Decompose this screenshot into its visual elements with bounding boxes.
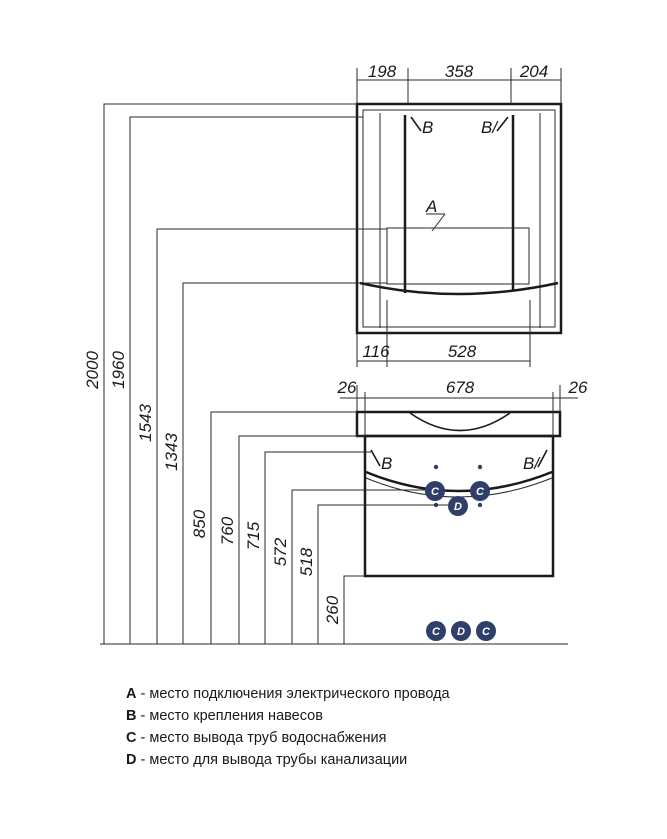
vanity-hook-right-label: B/ (523, 454, 541, 473)
height-line-715 (264, 451, 371, 644)
height-line-572 (291, 489, 425, 644)
mirror-curved-bottom (359, 281, 559, 296)
height-dimension-labels: 2000 1960 1543 1343 850 760 715 572 518 … (83, 351, 342, 626)
marker-a-leader (431, 213, 446, 232)
hook-left-leader (410, 116, 422, 132)
height-518: 518 (297, 547, 316, 576)
washbasin-top (355, 410, 562, 438)
height-line-2000 (103, 103, 357, 644)
height-line-518 (317, 504, 448, 644)
washbasin-bowl (409, 412, 511, 432)
mirror-offset-dim: 116 (362, 342, 390, 361)
legend-letter: C (126, 730, 137, 746)
water-outlet-marker: C (425, 481, 445, 501)
svg-text:C: C (432, 626, 441, 638)
hook-right-leader (496, 116, 509, 132)
legend-text: - место для вывода трубы канализации (136, 752, 408, 768)
svg-text:C: C (431, 486, 440, 498)
legend-item-d: D - место для вывода трубы канализации (126, 749, 450, 771)
mirror-cabinet: A B B/ 198 358 204 116 528 (355, 62, 563, 367)
hook-hole-dot (477, 464, 483, 470)
marker-a-label: A (425, 197, 437, 216)
height-line-1960 (129, 116, 363, 644)
svg-text:C: C (482, 626, 491, 638)
drain-outlet-marker: D (448, 496, 468, 516)
vanity-overhang-left: 26 (337, 378, 357, 397)
height-2000: 2000 (83, 351, 102, 390)
height-260: 260 (323, 595, 342, 625)
height-1543: 1543 (136, 404, 155, 442)
legend-item-b: B - место крепления навесов (126, 705, 450, 727)
vanity-hook-left-label: B (381, 454, 392, 473)
height-760: 760 (218, 516, 237, 545)
height-dimension-lines (103, 103, 448, 644)
vanity-overhang-right: 26 (568, 378, 588, 397)
height-line-850 (210, 411, 357, 644)
mirror-width-right: 204 (519, 62, 548, 81)
height-715: 715 (244, 521, 263, 550)
mirror-cabinet-outline (355, 102, 563, 335)
height-line-1343 (182, 282, 387, 644)
vanity: B B/ C C D 26 678 26 (337, 378, 588, 578)
vanity-width: 678 (446, 378, 475, 397)
hook-hole-dot (477, 502, 483, 508)
svg-text:D: D (457, 626, 465, 638)
floor-drain-marker: D (451, 621, 471, 641)
svg-text:C: C (476, 486, 485, 498)
vanity-hook-left-leader (370, 449, 381, 467)
electrical-zone-hatch (386, 227, 530, 285)
legend-item-c: C - место вывода труб водоснабжения (126, 727, 450, 749)
mirror-cabinet-inner (362, 109, 556, 328)
floor-water-marker: C (426, 621, 446, 641)
height-1960: 1960 (109, 351, 128, 389)
hook-left-label: B (422, 118, 433, 137)
height-line-1543 (156, 228, 387, 644)
vanity-hook-right-leader (537, 449, 548, 468)
height-line-260 (343, 575, 365, 644)
legend-item-a: A - место подключения электрического про… (126, 683, 450, 705)
mirror-zone-width-dim: 528 (448, 342, 477, 361)
floor-water-marker: C (476, 621, 496, 641)
vanity-body (363, 434, 555, 578)
height-line-760 (238, 435, 365, 644)
height-1343: 1343 (162, 433, 181, 471)
height-572: 572 (271, 537, 290, 566)
vanity-drawer-curve (365, 470, 553, 493)
legend-letter: B (126, 708, 137, 724)
legend-letter: A (126, 686, 137, 702)
mirror-width-left: 198 (368, 62, 397, 81)
legend-text: - место вывода труб водоснабжения (136, 730, 387, 746)
legend-text: - место крепления навесов (136, 708, 323, 724)
legend: A - место подключения электрического про… (126, 683, 450, 771)
legend-letter: D (126, 752, 137, 768)
mirror-width-center: 358 (445, 62, 474, 81)
hook-hole-dot (433, 464, 439, 470)
hook-right-label: B/ (481, 118, 499, 137)
height-850: 850 (190, 509, 209, 538)
svg-text:D: D (454, 501, 462, 513)
water-outlet-marker: C (470, 481, 490, 501)
legend-text: - место подключения электрического прово… (136, 686, 450, 702)
